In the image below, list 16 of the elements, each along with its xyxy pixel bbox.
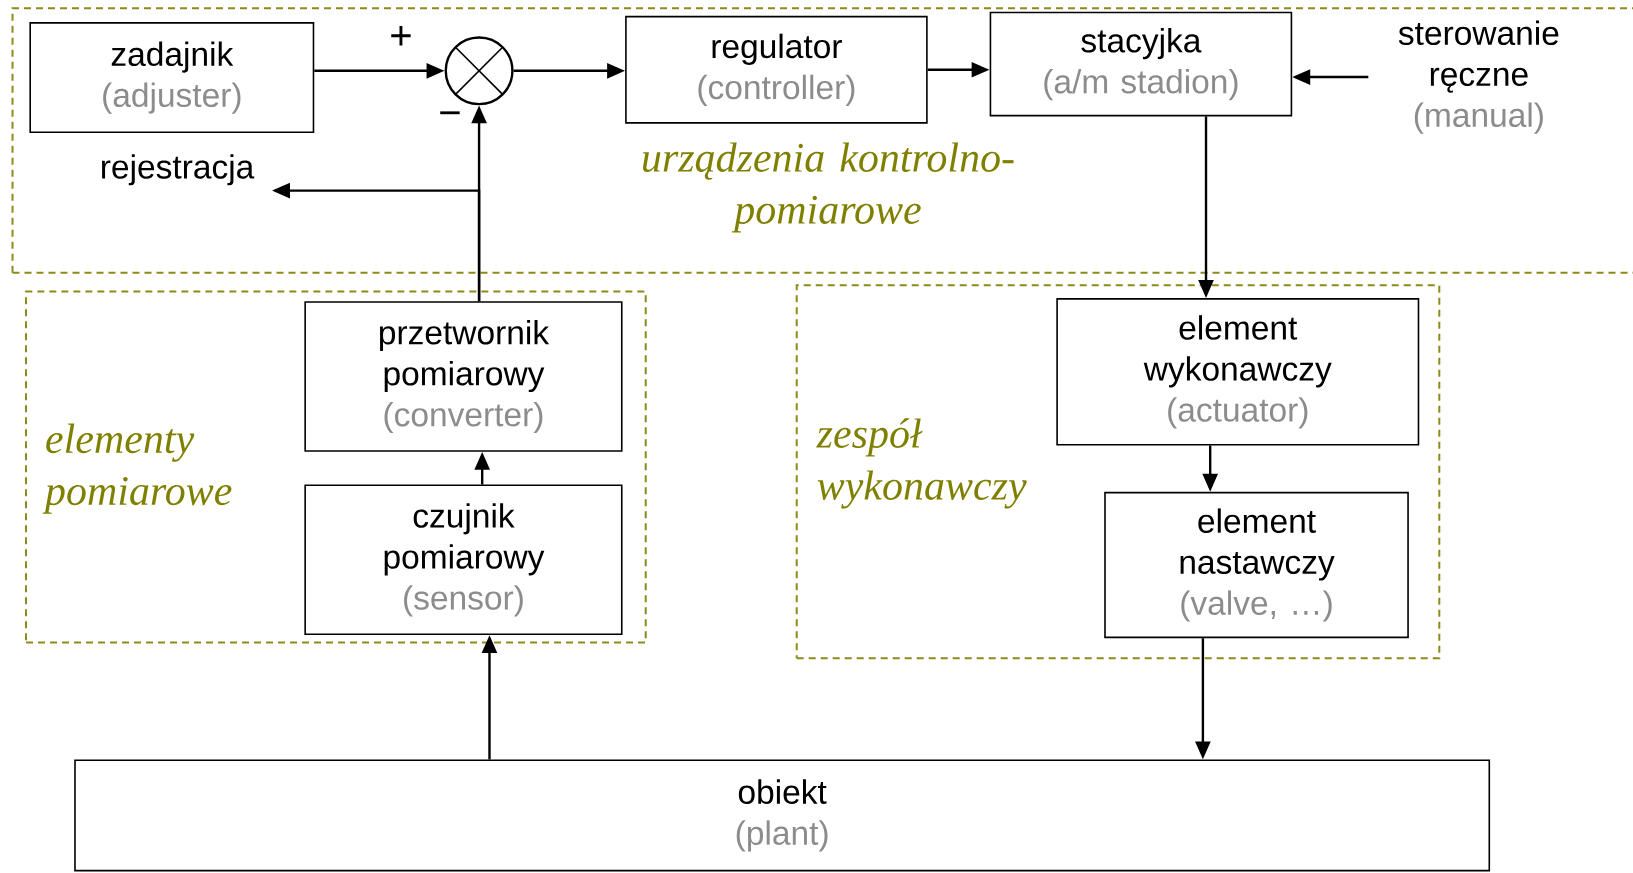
sign-label: − — [440, 111, 460, 115]
sign-label: + — [391, 25, 411, 46]
process-box: przetwornik pomiarowy (converter) — [304, 301, 623, 452]
text-label: sterowanie ręczne (manual) — [1398, 20, 1559, 134]
summing-junction — [444, 36, 514, 106]
group-label: zespół wykonawczy — [816, 418, 1027, 509]
text-label: rejestracja — [102, 154, 255, 186]
process-box: regulator (controller) — [625, 15, 928, 124]
process-box: czujnik pomiarowy (sensor) — [304, 484, 623, 636]
process-box: zadajnik (adjuster) — [29, 22, 315, 134]
group-label: elementy pomiarowe — [42, 423, 232, 514]
process-box: stacyjka (a/m stadion) — [989, 11, 1293, 117]
process-box: element nastawczy (valve, …) — [1104, 491, 1409, 639]
group-label: urządzenia kontrolno-pomiarowe — [643, 142, 1014, 233]
process-box: obiekt (plant) — [74, 759, 1491, 872]
process-box: element wykonawczy (actuator) — [1056, 298, 1420, 446]
